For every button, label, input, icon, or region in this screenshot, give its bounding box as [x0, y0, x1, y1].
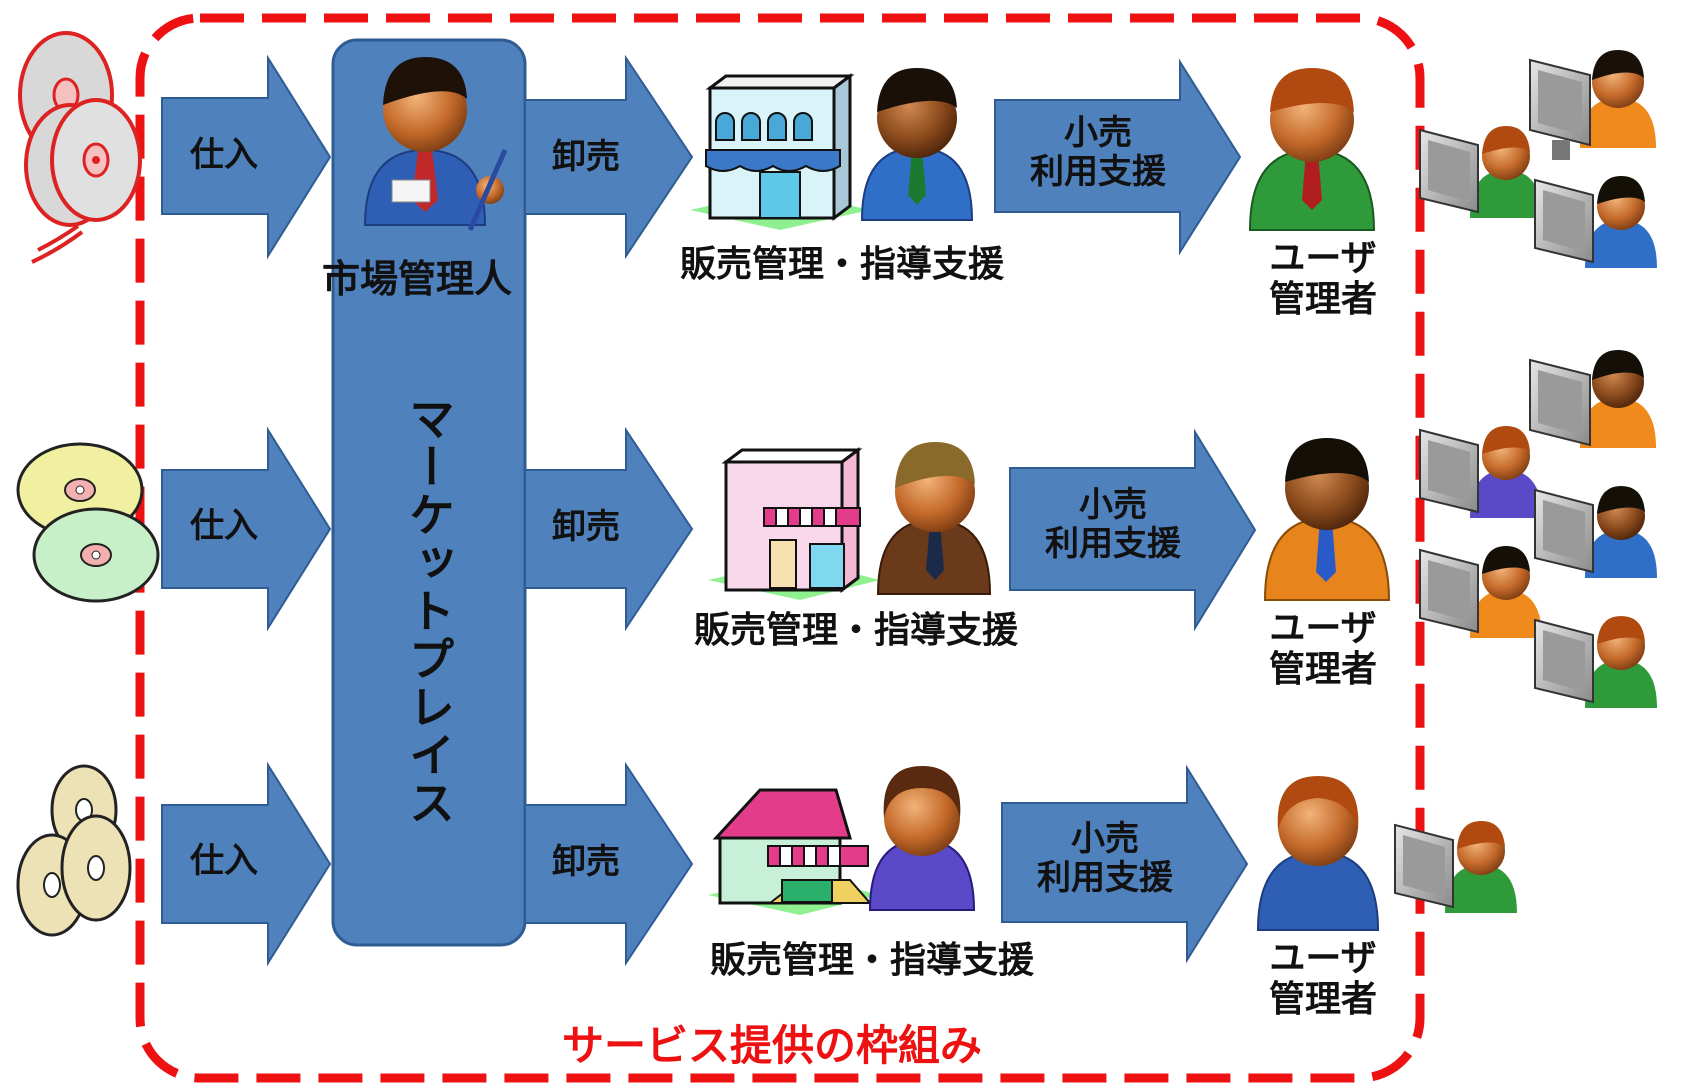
wholesale-arrow-1 [524, 54, 694, 260]
user-admin-2-icon [1263, 438, 1391, 601]
admin-line1: ユーザ [1269, 238, 1377, 279]
service-frame [135, 13, 1425, 1083]
purchase-arrow-2 [161, 426, 332, 632]
purchase-label-3: 仕入 [190, 841, 258, 881]
user-admin-label-3: ユーザ 管理者 [1268, 938, 1378, 1021]
wholesale-label-1: 卸売 [552, 137, 620, 177]
wholesale-arrow-2 [524, 426, 694, 632]
purchase-label-1: 仕入 [190, 135, 258, 175]
retail-line1: 小売 [1064, 113, 1132, 153]
admin-line2: 管理者 [1268, 649, 1377, 691]
purchase-arrow-3 [161, 761, 332, 967]
service-framework-label: サービス提供の枠組み [562, 1021, 983, 1070]
admin-line2: 管理者 [1268, 279, 1377, 321]
retail-label-2: 小売 利用支援 [1040, 485, 1186, 565]
user-admin-1-icon [1248, 68, 1376, 231]
shop-caption-1: 販売管理・指導支援 [680, 244, 1005, 285]
admin-line1: ユーザ [1269, 938, 1377, 979]
purchase-label-2: 仕入 [190, 506, 258, 546]
retail-label-3: 小売 利用支援 [1032, 819, 1178, 899]
user-at-computer-icon [1394, 50, 1657, 913]
purchase-arrow-1 [161, 54, 332, 260]
admin-line2: 管理者 [1268, 979, 1377, 1021]
shop-caption-3: 販売管理・指導支援 [710, 940, 1035, 981]
shop-clerk-3-icon [868, 766, 976, 911]
wholesale-arrow-3 [524, 761, 694, 967]
retail-line1: 小売 [1079, 485, 1147, 525]
pink-store-icon [708, 447, 880, 600]
user-admin-label-2: ユーザ 管理者 [1268, 608, 1378, 691]
red-cd-stack-icon [18, 31, 142, 264]
retail-line1: 小売 [1071, 819, 1139, 859]
retail-arrow-2 [1009, 428, 1257, 632]
retail-line2: 利用支援 [1030, 152, 1166, 193]
market-manager-person-icon [363, 57, 508, 232]
beige-cd-stack-icon [16, 764, 132, 937]
retail-arrow-1 [994, 58, 1242, 256]
admin-line1: ユーザ [1269, 608, 1377, 649]
shop-clerk-2-icon [876, 442, 992, 595]
yellow-green-cd-icon [16, 442, 160, 603]
house-store-icon [708, 788, 880, 915]
retail-line2: 利用支援 [1037, 858, 1173, 899]
market-manager-label: 市場管理人 [322, 257, 513, 301]
wholesale-label-2: 卸売 [552, 507, 620, 547]
retail-arrow-3 [1001, 764, 1249, 964]
marketplace-label: マーケットプレイス [402, 395, 456, 827]
user-admin-3-icon [1256, 776, 1380, 931]
shop-caption-2: 販売管理・指導支援 [694, 610, 1019, 651]
wholesale-label-3: 卸売 [552, 842, 620, 882]
retail-line2: 利用支援 [1045, 524, 1181, 565]
shop-clerk-1-icon [860, 68, 974, 221]
user-admin-label-1: ユーザ 管理者 [1268, 238, 1378, 321]
blue-store-icon [690, 73, 870, 230]
retail-label-1: 小売 利用支援 [1025, 113, 1171, 193]
